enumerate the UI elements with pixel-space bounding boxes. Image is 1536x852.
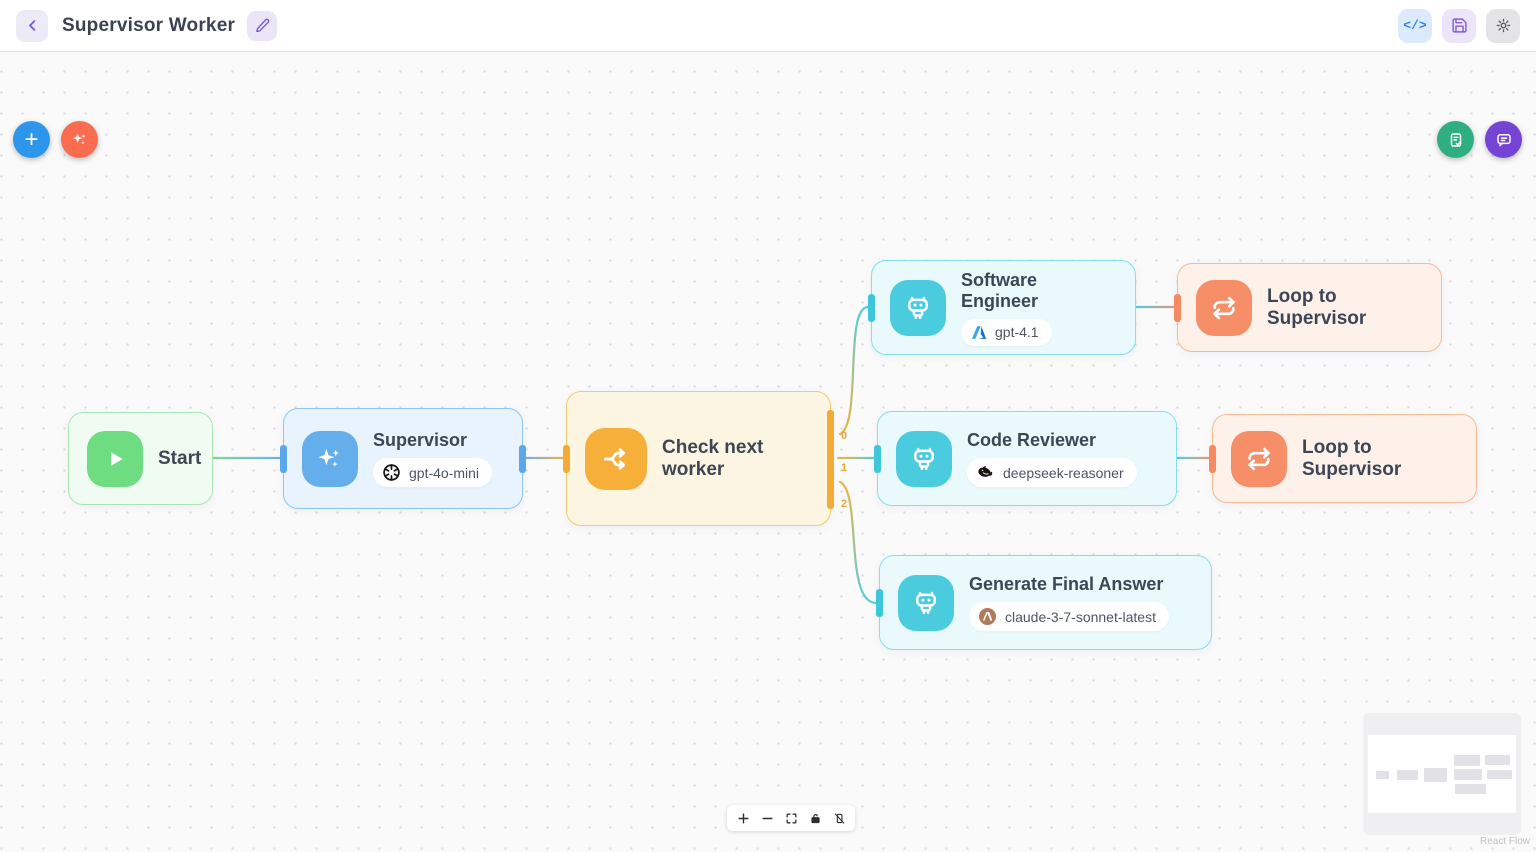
chat-button[interactable] (1485, 121, 1522, 158)
target-handle[interactable] (280, 445, 287, 473)
source-handle[interactable] (827, 410, 834, 509)
save-icon (1451, 18, 1467, 33)
settings-button[interactable] (1486, 8, 1520, 43)
code-icon: </> (1403, 18, 1427, 33)
plus-icon (737, 812, 749, 824)
minimap-node-final-answer (1455, 784, 1486, 794)
zoom-in-button[interactable] (733, 808, 753, 828)
model-badge: gpt-4.1 (961, 318, 1052, 346)
sparkles-icon (302, 430, 358, 487)
minimap-node-loop-1 (1485, 755, 1510, 765)
edit-title-button[interactable] (247, 10, 278, 41)
repeat-icon (1231, 430, 1287, 487)
node-software-engineer[interactable]: Software Engineer gpt-4.1 (868, 260, 1136, 355)
robot-icon (890, 279, 946, 336)
minimap-node-check (1424, 768, 1447, 782)
node-title: Generate Final Answer (969, 574, 1164, 594)
interactive-toggle-button[interactable] (829, 808, 849, 828)
minus-icon (761, 817, 773, 819)
plus-icon: + (24, 125, 39, 153)
sparkles-icon (72, 133, 86, 145)
react-flow-attribution: React Flow (1479, 836, 1530, 847)
node-title: Software Engineer (961, 269, 1039, 311)
canvas-controls (727, 805, 855, 831)
ai-assistant-button[interactable] (61, 121, 98, 158)
save-button[interactable] (1442, 8, 1476, 43)
minimap-node-start (1376, 771, 1389, 779)
minimap-node-loop-2 (1487, 770, 1512, 779)
fit-view-button[interactable] (781, 808, 801, 828)
zoom-out-button[interactable] (757, 808, 777, 828)
openai-icon (383, 464, 400, 481)
model-name: gpt-4.1 (995, 324, 1039, 340)
gear-icon (1496, 18, 1510, 33)
minimap-node-supervisor (1397, 770, 1418, 780)
node-title: Loop to Supervisor (1267, 285, 1367, 329)
lock-button[interactable] (805, 808, 825, 828)
edge-label-2: 2 (841, 498, 848, 510)
run-results-button[interactable] (1437, 121, 1474, 158)
add-node-button[interactable]: + (13, 121, 50, 158)
target-handle[interactable] (876, 589, 883, 617)
lock-icon (810, 813, 820, 823)
pencil-icon (255, 18, 269, 33)
interactive-off-icon (834, 813, 844, 824)
node-title: Loop to Supervisor (1302, 436, 1402, 480)
target-handle[interactable] (868, 294, 875, 322)
model-name: deepseek-reasoner (1003, 464, 1124, 481)
play-icon (87, 430, 143, 487)
chevron-left-icon (28, 20, 35, 31)
flow-canvas[interactable]: + 0 1 2 (0, 52, 1536, 852)
model-badge: deepseek-reasoner (967, 458, 1137, 487)
node-start[interactable]: Start (68, 412, 213, 505)
model-badge: claude-3-7-sonnet-latest (969, 602, 1169, 631)
model-badge: gpt-4o-mini (373, 458, 493, 487)
edge-check-software-engineer (838, 305, 870, 436)
node-generate-final-answer[interactable]: Generate Final Answer claude-3-7-sonnet-… (876, 555, 1212, 650)
node-title: Supervisor (373, 430, 468, 450)
page-title: Supervisor Worker (62, 14, 236, 36)
target-handle[interactable] (1174, 294, 1181, 322)
node-title: Start (158, 447, 202, 469)
minimap-node-code-reviewer (1454, 769, 1482, 780)
fit-view-icon (786, 813, 796, 823)
edge-label-0: 0 (841, 430, 848, 442)
anthropic-icon (978, 607, 997, 626)
target-handle[interactable] (563, 445, 570, 473)
minimap[interactable] (1363, 713, 1521, 835)
chat-icon (1496, 133, 1511, 146)
app-header: Supervisor Worker </> (0, 0, 1536, 52)
node-supervisor[interactable]: Supervisor gpt-4o-mini (280, 408, 526, 509)
model-name: claude-3-7-sonnet-latest (1005, 608, 1156, 625)
node-title: Code Reviewer (967, 430, 1097, 450)
node-code-reviewer[interactable]: Code Reviewer deepseek-reasoner (874, 411, 1177, 506)
model-name: gpt-4o-mini (409, 464, 480, 481)
node-check-next-worker[interactable]: Check next worker (563, 391, 834, 526)
robot-icon (896, 430, 952, 487)
file-check-icon (1450, 132, 1461, 147)
deepseek-icon (978, 466, 993, 477)
node-loop-to-supervisor-1[interactable]: Loop to Supervisor (1174, 263, 1442, 352)
back-button[interactable] (16, 9, 48, 42)
node-loop-to-supervisor-2[interactable]: Loop to Supervisor (1209, 414, 1477, 503)
minimap-node-software-engineer (1454, 755, 1480, 766)
node-title: Check next worker (662, 436, 764, 480)
azure-icon (971, 325, 987, 339)
target-handle[interactable] (874, 445, 881, 473)
edge-label-1: 1 (841, 462, 848, 474)
source-handle[interactable] (519, 445, 526, 473)
split-icon (585, 427, 647, 490)
repeat-icon (1196, 279, 1252, 336)
target-handle[interactable] (1209, 445, 1216, 473)
view-code-button[interactable]: </> (1398, 8, 1432, 43)
robot-icon (898, 574, 954, 631)
